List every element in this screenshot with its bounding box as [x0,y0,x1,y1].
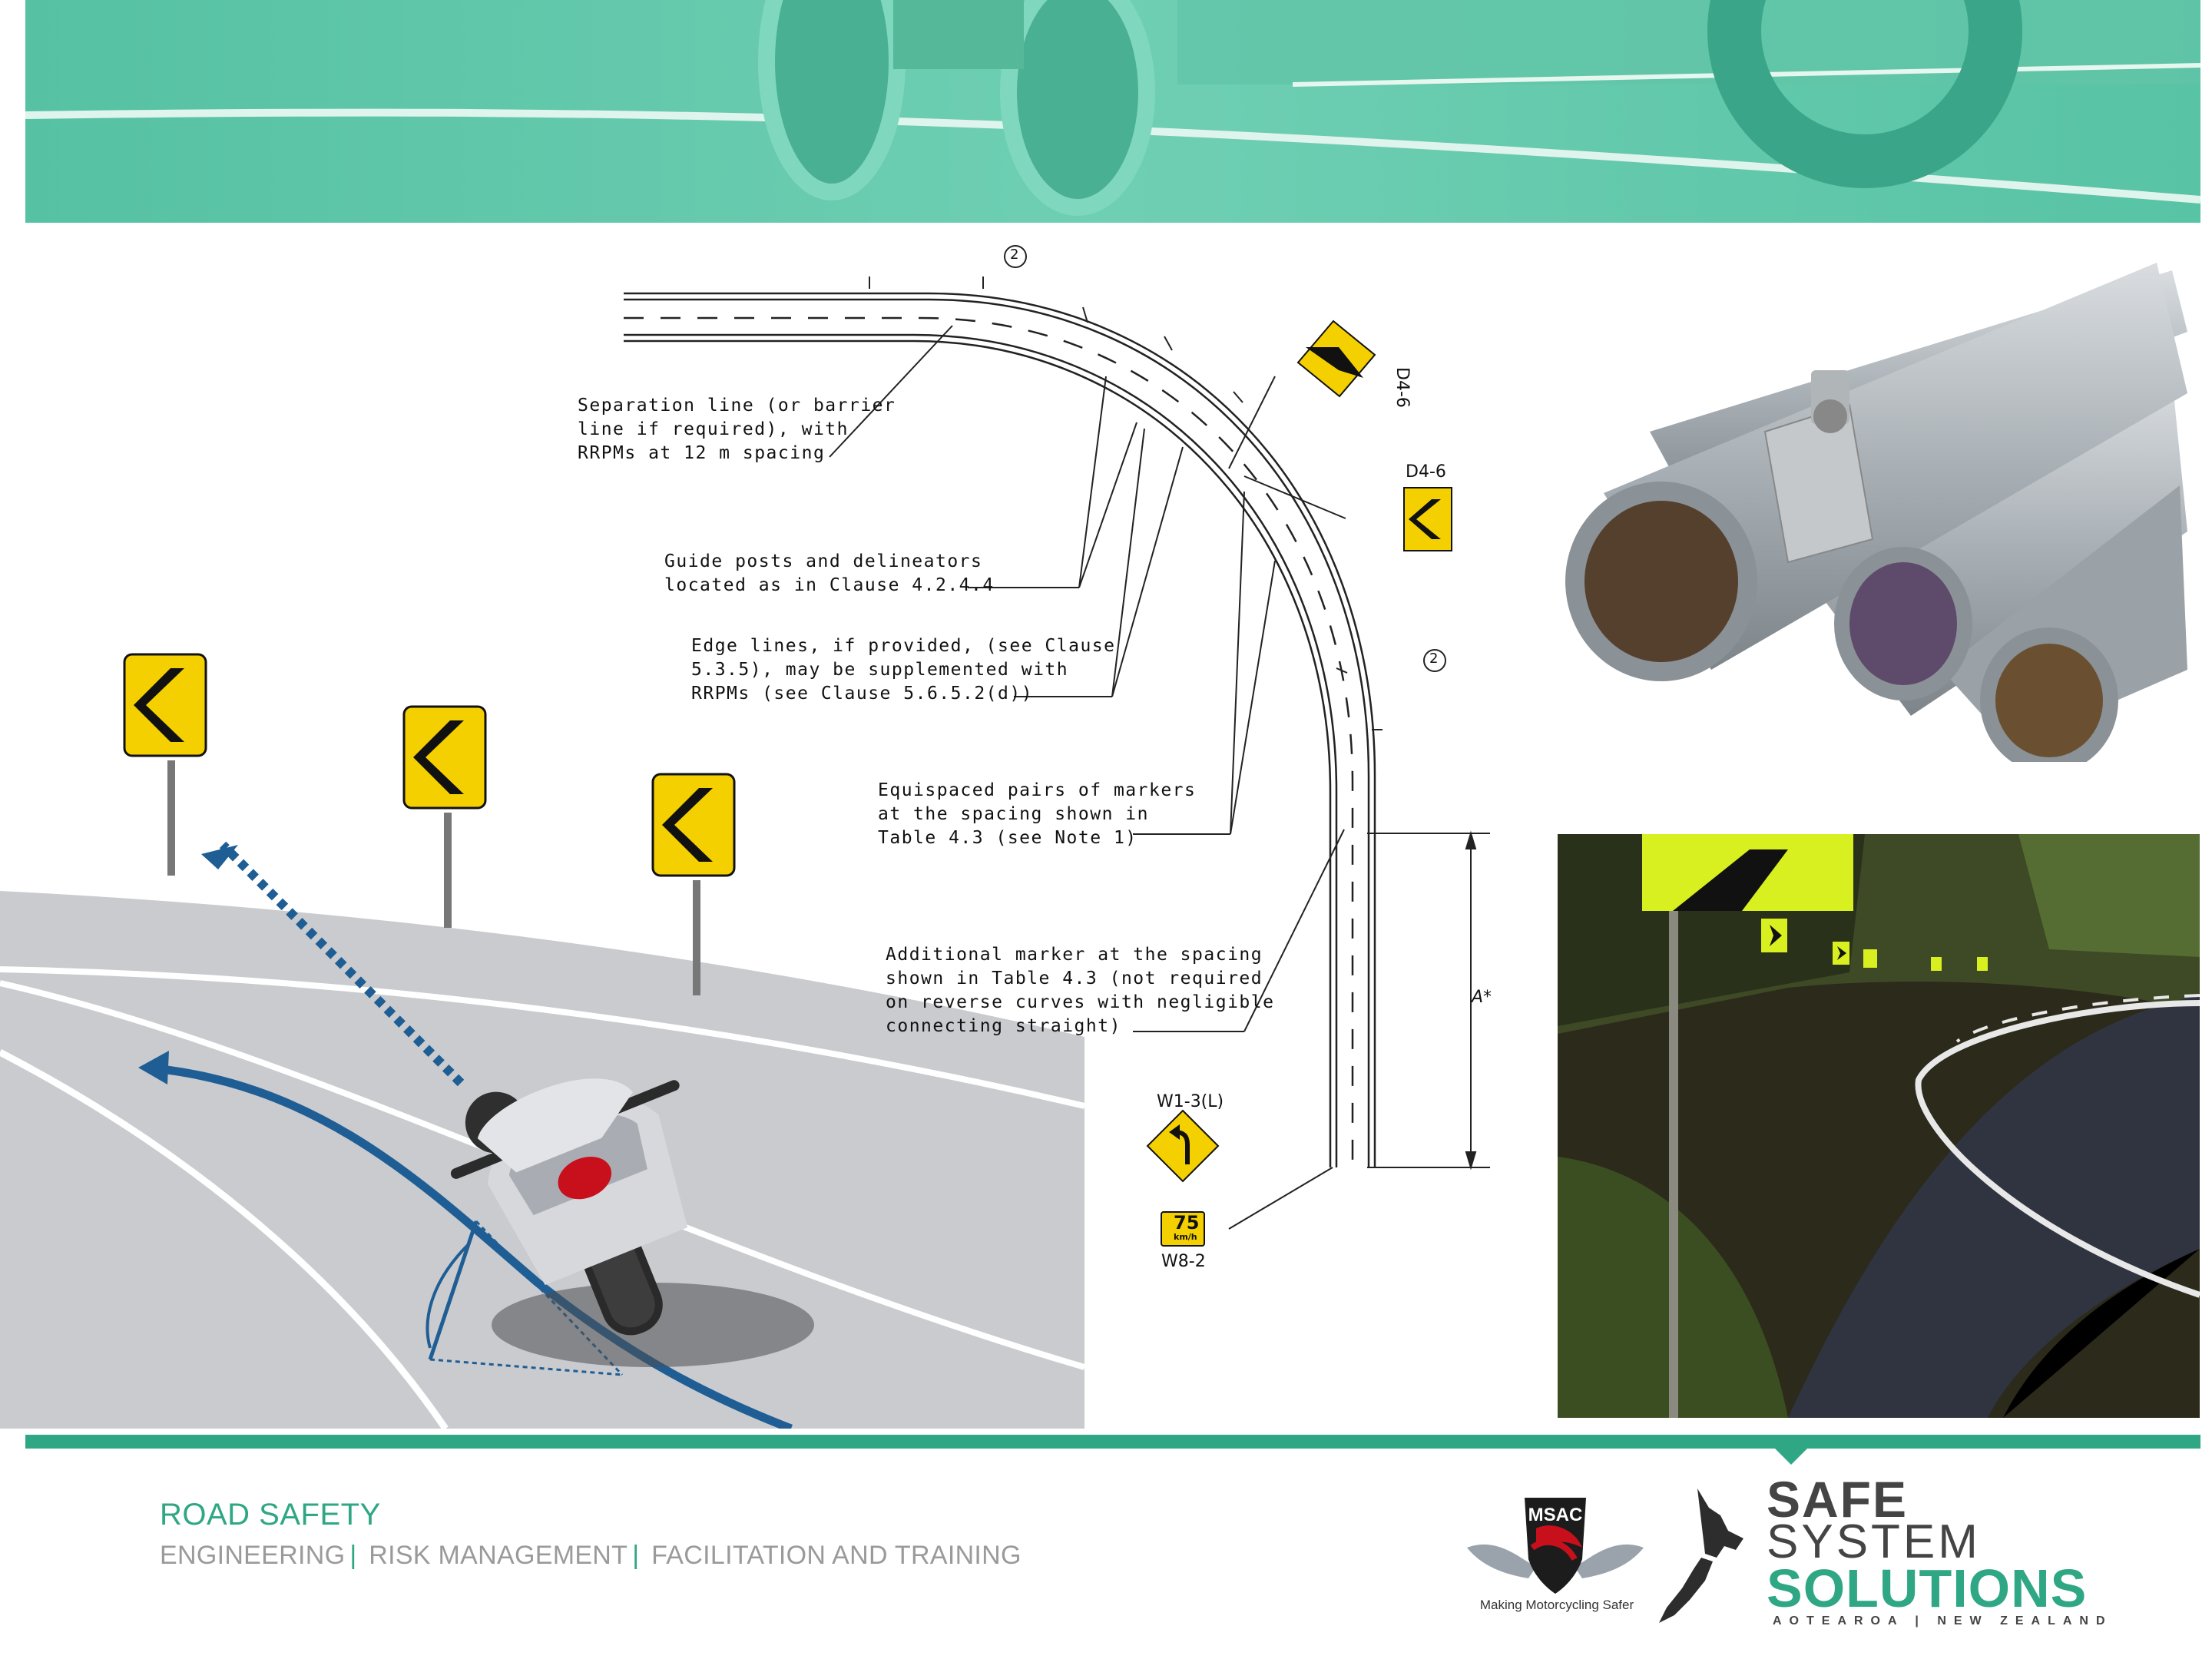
chevron-sign-icon [123,653,207,876]
label-edge-lines: Edge lines, if provided, (see Clause 5.3… [691,636,1116,704]
curve-delineation-diagram: Separation line (or barrier line if requ… [568,238,1521,1283]
sss-country: AOTEAROA | NEW ZEALAND [1773,1614,2113,1628]
msac-shield-icon: MSAC [1467,1498,1644,1594]
sign-code-w1-3: W1-3(L) [1157,1092,1224,1111]
footer-title: ROAD SAFETY [160,1498,381,1532]
service-separator: | [632,1541,640,1570]
service-separator: | [349,1541,357,1570]
dimension-label: A* [1472,988,1492,1007]
note-marker-right: 2 [1429,651,1439,667]
label-equispaced-markers: Equispaced pairs of markers at the spaci… [878,780,1197,848]
chevron-sign-icon [1863,949,1877,968]
service-risk-management: RISK MANAGEMENT [369,1541,628,1570]
sss-word-safe: SAFE [1767,1471,1909,1528]
chevron-sign-icon [1833,942,1849,965]
chevron-sign-icon [1403,487,1452,551]
sss-word-solutions: SOLUTIONS [1767,1558,2088,1618]
steel-pipes-photo [1512,240,2187,762]
chevron-sign-icon [1761,919,1787,952]
sss-word-system: SYSTEM [1767,1515,1981,1568]
forest-road-chevrons-photo [1558,834,2200,1418]
sign-code-d4-6: D4-6 [1406,462,1446,482]
speed-value: 75 [1174,1212,1200,1233]
msac-badge-text: MSAC [1528,1505,1583,1525]
label-guide-posts: Guide posts and delineators located as i… [664,551,995,595]
service-engineering: ENGINEERING [160,1541,346,1570]
footer-divider-notch [1774,1448,1808,1465]
lane-line [0,966,1085,1109]
sight-line-arrowhead [201,845,238,869]
edge-line-left [0,1049,449,1431]
label-separation-line: Separation line (or barrier line if requ… [578,396,896,463]
chevron-sign-icon [1931,957,1942,971]
riding-line-arrowhead [138,1051,169,1084]
banner-motorcycle-photo [25,0,2200,223]
chevron-sign-icon [651,773,736,995]
chevron-sign-icon [1977,957,1988,971]
chevron-sign-icon [402,705,487,928]
footer-divider [25,1435,2200,1449]
speed-advisory-sign-icon [1161,1211,1205,1247]
curve-warning-sign-icon [1146,1109,1220,1183]
motorcycle-rider [450,1078,688,1336]
msac-logo: MSAC [1459,1475,1651,1628]
motorcycle-cornering-illustration [0,653,1086,1433]
label-additional-marker: Additional marker at the spacing shown i… [886,945,1275,1036]
chevron-sign-icon [1296,320,1376,398]
header-banner [25,0,2200,223]
sign-code-d4-6-rotated: D4-6 [1392,367,1412,408]
speed-unit: km/h [1174,1232,1197,1242]
note-marker-top: 2 [1010,247,1019,263]
sight-line [219,841,465,1087]
service-facilitation-training: FACILITATION AND TRAINING [651,1541,1022,1570]
safe-system-solutions-logo: SAFE SYSTEM SOLUTIONS AOTEAROA | NEW ZEA… [1651,1471,2189,1632]
new-zealand-map-icon [1659,1488,1743,1623]
sign-code-w8-2: W8-2 [1161,1252,1206,1271]
road-curve-drawing [624,245,1490,1247]
footer-services: ENGINEERING| RISK MANAGEMENT| FACILITATI… [160,1541,1022,1571]
msac-tagline: Making Motorcycling Safer [1479,1598,1634,1612]
